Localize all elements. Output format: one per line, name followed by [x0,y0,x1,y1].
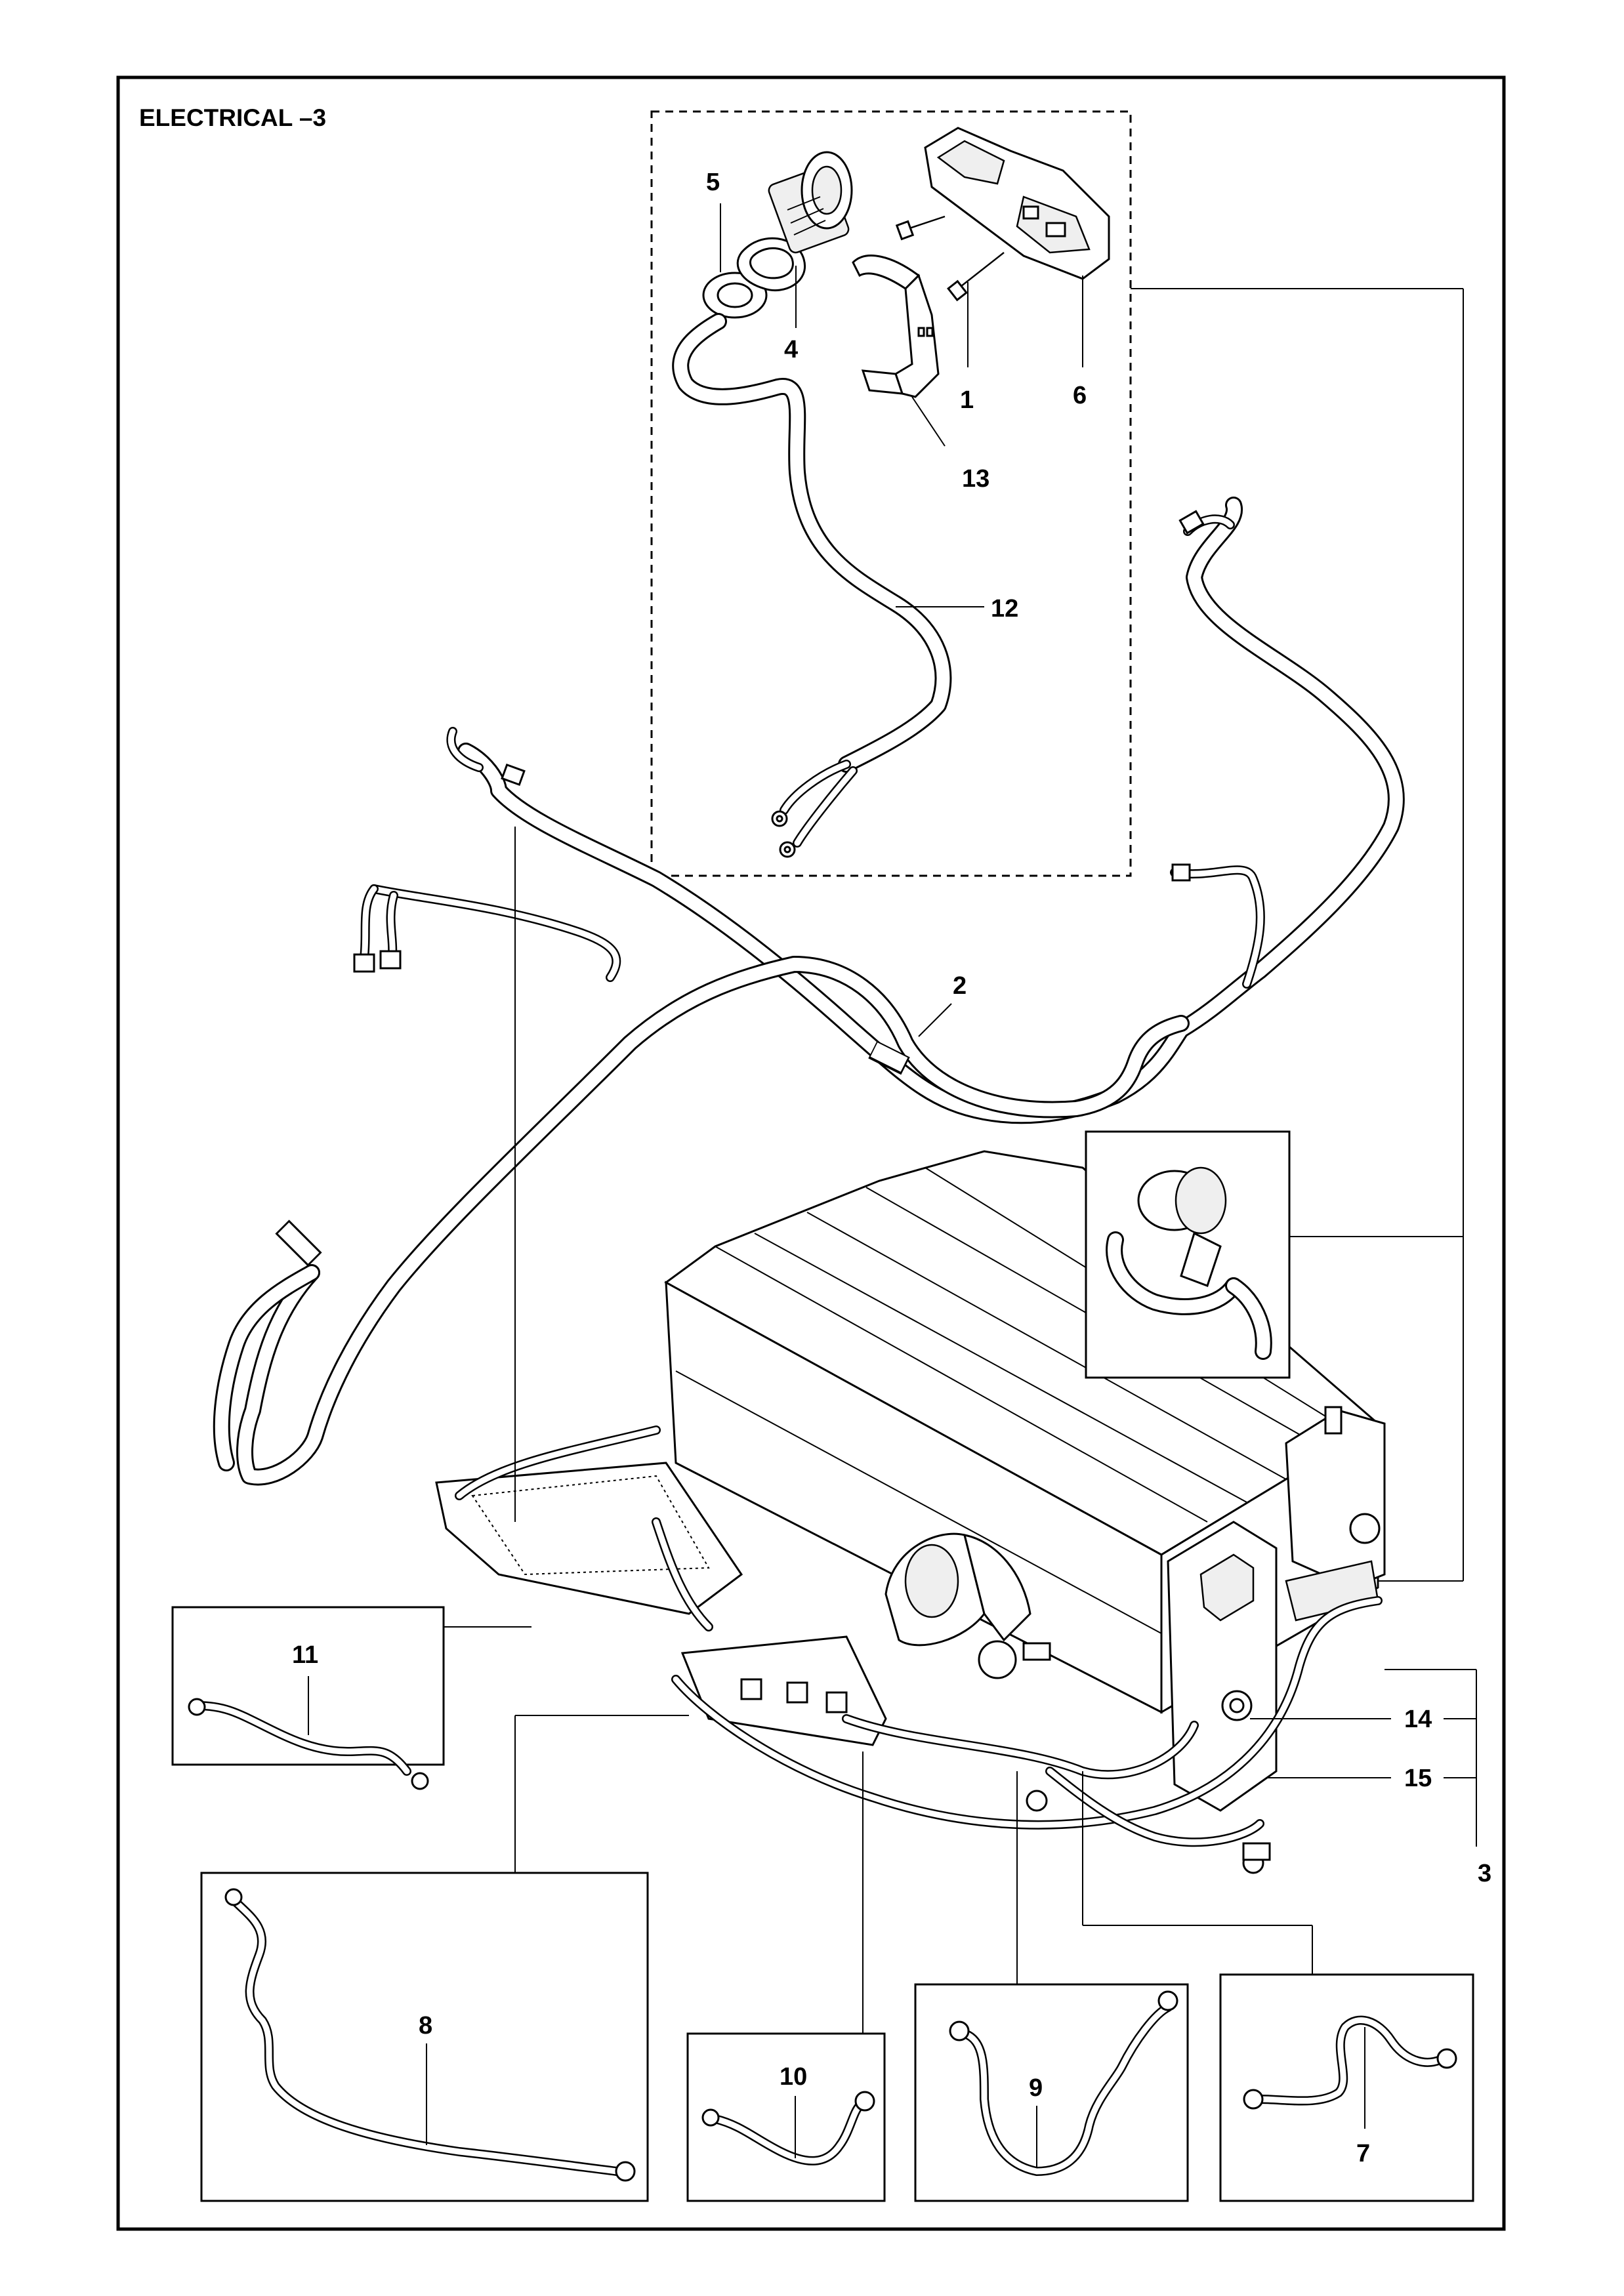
gasket-part-4 [736,237,806,292]
detail-box-part-11 [171,1606,445,1790]
callout-14: 14 [1404,1706,1432,1733]
page-frame [116,75,1506,2231]
housing-part-6 [924,127,1110,280]
nut-part-5 [702,272,768,319]
charging-socket [768,151,853,254]
callout-9: 9 [1029,2074,1043,2102]
control-board [435,1462,887,1746]
callout-11: 11 [292,1641,318,1669]
screw-part-1 [895,215,1005,302]
detail-box-part-10 [686,2032,886,2202]
detail-inset-charging-socket [650,110,1132,877]
callout-8: 8 [419,2012,432,2040]
detail-box-part-8 [200,1872,649,2202]
charger-assembly-part-3 [435,1150,1386,1874]
detail-inset-socket-mounted [1085,1130,1291,1379]
bracket-part-13 [852,255,940,398]
fan-housing [885,1532,1051,1679]
callout-1: 1 [960,386,974,414]
callout-4: 4 [784,336,798,363]
detail-box-part-9 [914,1983,1189,2202]
callout-5: 5 [706,169,720,196]
callout-12: 12 [991,595,1018,623]
callout-10: 10 [780,2063,807,2091]
cable-part-12 [672,313,952,858]
callout-15: 15 [1404,1765,1432,1792]
callout-7: 7 [1356,2140,1370,2167]
callout-2: 2 [953,972,967,1000]
callout-6: 6 [1073,382,1087,409]
detail-box-part-7 [1219,1973,1474,2202]
wiring-harness-part-2 [213,497,1405,1486]
callout-3: 3 [1478,1860,1491,1887]
page-title: ELECTRICAL –3 [139,104,326,131]
callout-13: 13 [962,465,989,493]
